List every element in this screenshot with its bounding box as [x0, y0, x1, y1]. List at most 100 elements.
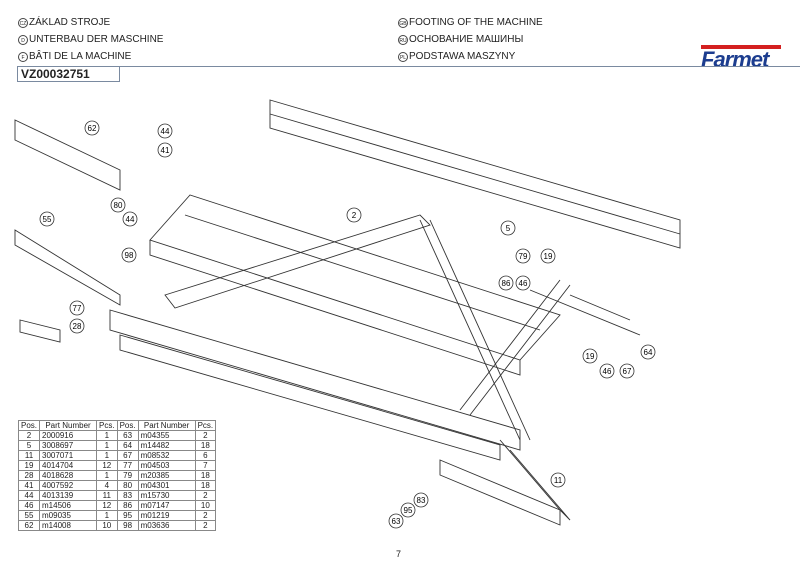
callout-46: 46 — [515, 275, 531, 291]
part-number-cell: m04301 — [137, 480, 196, 491]
callout-62: 62 — [84, 120, 100, 136]
quantity-cell: 6 — [194, 450, 217, 461]
position-cell: 86 — [116, 500, 139, 511]
callout-label: 11 — [554, 476, 563, 485]
part-number-cell: m14008 — [39, 520, 98, 531]
callout-label: 55 — [43, 215, 52, 224]
part-number-cell: m04503 — [137, 460, 196, 471]
lang-badge-icon: PL — [398, 51, 408, 62]
main-frame-top — [149, 194, 561, 361]
callout-circle — [599, 363, 615, 379]
part-number-cell: m09035 — [39, 510, 98, 521]
callout-circle — [69, 300, 85, 316]
quantity-cell: 1 — [96, 450, 118, 461]
column-header: Pos. — [17, 420, 41, 431]
callout-28: 28 — [69, 318, 85, 334]
callout-circle — [121, 247, 137, 263]
callout-label: 83 — [417, 496, 426, 505]
quantity-cell: 18 — [194, 440, 217, 451]
callout-2: 2 — [346, 207, 362, 223]
callout-label: 62 — [88, 124, 97, 133]
callout-circle — [69, 318, 85, 334]
position-cell: 46 — [17, 500, 41, 511]
title-text: UNTERBAU DER MASCHINE — [29, 34, 164, 45]
callout-circle — [540, 248, 556, 264]
position-cell: 80 — [116, 480, 139, 491]
part-number-cell: m15730 — [137, 490, 196, 501]
bottom-tube — [439, 459, 561, 526]
callout-5: 5 — [500, 220, 516, 236]
part-number-cell: 3008697 — [39, 440, 98, 451]
position-cell: 11 — [17, 450, 41, 461]
callout-circle — [39, 211, 55, 227]
part-number-cell: 4014704 — [39, 460, 98, 471]
callout-79: 79 — [515, 248, 531, 264]
lang-badge-icon: GB — [398, 17, 408, 28]
callout-80: 80 — [110, 197, 126, 213]
callout-circle — [400, 502, 416, 518]
callout-41: 41 — [157, 142, 173, 158]
callout-circle — [157, 142, 173, 158]
callout-label: 19 — [586, 352, 595, 361]
callout-label: 63 — [392, 517, 401, 526]
callout-label: 19 — [544, 252, 553, 261]
position-cell: 55 — [17, 510, 41, 521]
callout-label: 95 — [404, 506, 413, 515]
exploded-view-drawing — [14, 99, 681, 526]
position-cell: 41 — [17, 480, 41, 491]
quantity-cell: 18 — [194, 480, 217, 491]
quantity-cell: 2 — [194, 510, 217, 521]
callout-46: 46 — [599, 363, 615, 379]
callout-44: 44 — [157, 123, 173, 139]
callout-circle — [640, 344, 656, 360]
position-cell: 77 — [116, 460, 139, 471]
part-number-cell: 3007071 — [39, 450, 98, 461]
callout-label: 64 — [644, 348, 653, 357]
position-cell: 28 — [17, 470, 41, 481]
part-number-cell: m04355 — [137, 430, 196, 441]
position-cell: 79 — [116, 470, 139, 481]
callout-11: 11 — [550, 472, 566, 488]
callout-64: 64 — [640, 344, 656, 360]
position-cell: 19 — [17, 460, 41, 471]
lang-badge-icon: RU — [398, 34, 408, 45]
callout-label: 79 — [519, 252, 528, 261]
callout-label: 77 — [73, 304, 82, 313]
callout-circle — [582, 348, 598, 364]
position-cell: 64 — [116, 440, 139, 451]
callout-label: 46 — [519, 279, 528, 288]
title-text: PODSTAWA MASZYNY — [409, 51, 516, 62]
callout-19: 19 — [582, 348, 598, 364]
callout-circle — [500, 220, 516, 236]
column-header: Part Number — [137, 420, 196, 431]
quantity-cell: 12 — [96, 460, 118, 471]
position-cell: 62 — [17, 520, 41, 531]
callout-circle — [84, 120, 100, 136]
quantity-cell: 1 — [96, 470, 118, 481]
column-header: Part Number — [39, 420, 98, 431]
quantity-cell: 10 — [96, 520, 118, 531]
title-text: ОСНОВАНИЕ МАШИНЫ — [409, 34, 524, 45]
quantity-cell: 10 — [194, 500, 217, 511]
callout-label: 5 — [506, 224, 511, 233]
left-arm — [14, 119, 121, 191]
position-cell: 5 — [17, 440, 41, 451]
callout-circle — [498, 275, 514, 291]
position-cell: 83 — [116, 490, 139, 501]
quantity-cell: 1 — [96, 430, 118, 441]
callout-67: 67 — [619, 363, 635, 379]
part-number-cell: 2000916 — [39, 430, 98, 441]
callout-circle — [619, 363, 635, 379]
callout-label: 28 — [73, 322, 82, 331]
